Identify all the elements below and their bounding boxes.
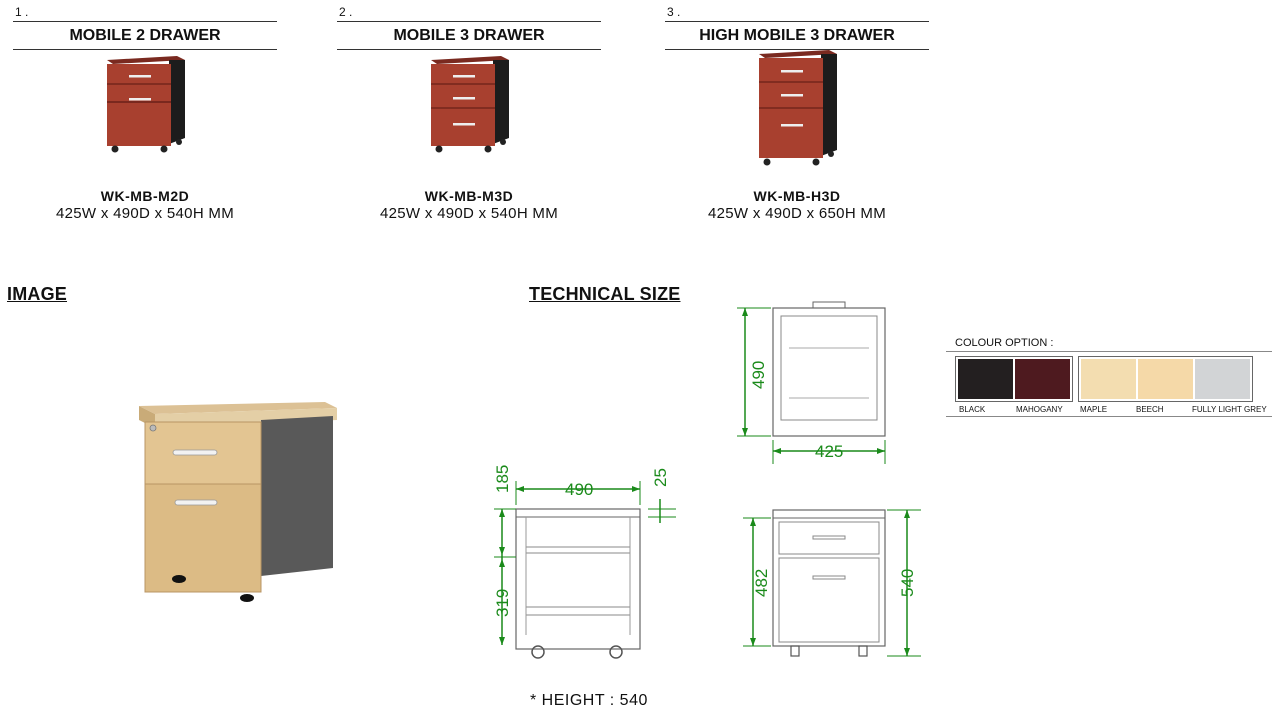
product-title: HIGH MOBILE 3 DRAWER [665,21,929,50]
product-image [337,50,601,178]
dim-plan-depth: 490 [749,361,768,389]
product-number: 2 . [339,5,353,19]
plan-view-drawing: 490 425 [737,301,886,464]
colour-label-beech: BEECH [1136,405,1164,414]
pedestal-2-drawer-image [107,56,185,153]
front-elevation-drawing: 482 540 [743,509,921,657]
product-dimensions: 425W x 490D x 650H MM [707,205,887,222]
product-title: MOBILE 3 DRAWER [337,21,601,50]
high-pedestal-3-drawer-image [759,50,837,166]
swatch-mahogany[interactable] [1015,359,1070,399]
product-number: 3 . [667,5,681,19]
product-card-2: 2 . MOBILE 3 DRAWER WK-MB-M3D 425W x 490… [337,4,601,222]
product-card-3: 3 . HIGH MOBILE 3 DRAWER WK-MB-H3D 425W … [665,4,929,222]
dim-top-thickness: 25 [651,468,670,487]
dark-colour-group [955,356,1073,402]
product-image [665,50,929,178]
product-dimensions: 425W x 490D x 540H MM [379,205,559,222]
side-elevation-drawing: 490 25 185 319 [493,465,676,659]
swatch-light-grey[interactable] [1195,359,1250,399]
product-code: WK-MB-H3D [753,188,841,204]
product-card-1: 1 . MOBILE 2 DRAWER WK-MB-M2D 425W x 490… [13,4,277,222]
image-section-title: IMAGE [7,284,68,304]
swatch-maple[interactable] [1081,359,1136,399]
dim-total-height: 540 [898,569,917,597]
colour-label-black: BLACK [959,405,986,414]
dim-front-height: 482 [752,569,771,597]
colour-option-heading: COLOUR OPTION : [946,336,1272,352]
dim-lower-height: 319 [493,589,512,617]
dim-plan-width: 425 [815,442,843,461]
colour-label-light-grey: FULLY LIGHT GREY [1192,405,1267,414]
dim-upper-height: 185 [493,465,512,493]
light-colour-group [1078,356,1253,402]
swatch-beech[interactable] [1138,359,1193,399]
dim-top-width: 490 [565,480,593,499]
product-number: 1 . [15,5,29,19]
colour-option-panel: COLOUR OPTION : BLACK MAHOGANY MAPLE BEE… [946,336,1272,417]
colour-labels: BLACK MAHOGANY MAPLE BEECH FULLY LIGHT G… [946,405,1272,417]
height-note: * HEIGHT : 540 [530,692,648,709]
pedestal-main-image [139,402,337,602]
colour-label-maple: MAPLE [1080,405,1108,414]
technical-size-title: TECHNICAL SIZE [529,284,681,304]
pedestal-3-drawer-image [431,56,509,153]
colour-label-mahogany: MAHOGANY [1016,405,1063,414]
swatch-black[interactable] [958,359,1013,399]
product-title: MOBILE 2 DRAWER [13,21,277,50]
product-code: WK-MB-M3D [424,188,514,204]
product-dimensions: 425W x 490D x 540H MM [55,205,235,222]
product-code: WK-MB-M2D [100,188,190,204]
product-image [13,50,277,178]
